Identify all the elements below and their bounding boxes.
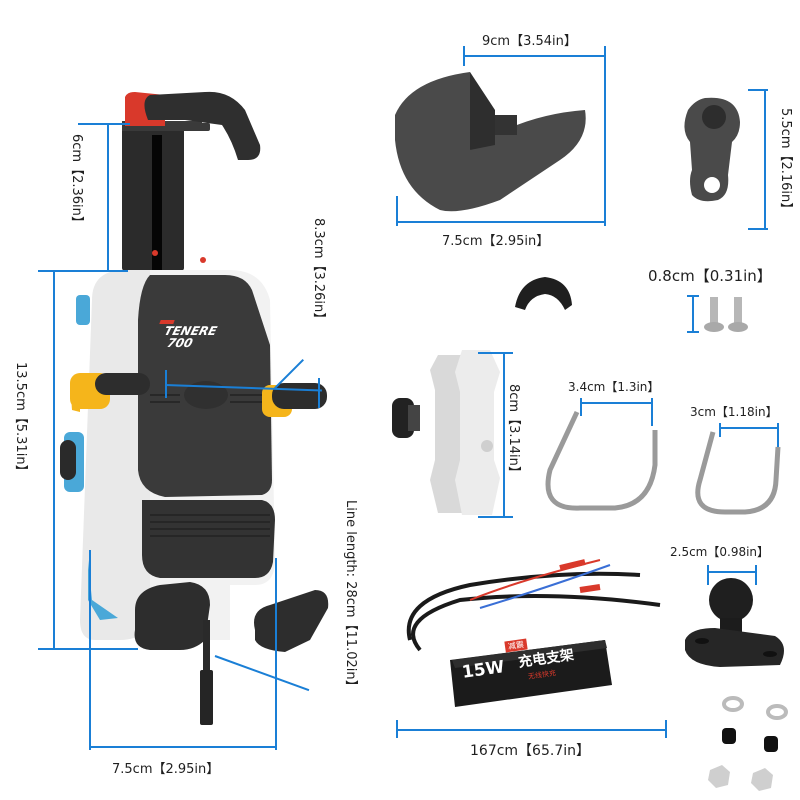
dim-line-arm-plate-bottom-tick [748,228,768,230]
dim-line-u-bolt-small [720,427,778,429]
dim-line-visor-top [463,55,605,57]
label-cable-length: 167cm【65.7in】 [470,743,590,759]
dim-line-u-bolt-large-right-tick [651,398,653,426]
dim-line-width [90,746,276,748]
dim-line-top-tick [78,123,130,125]
dim-line-arm-plate-top-tick [748,89,768,91]
dim-line-width-right-tick [275,558,277,750]
dim-line-socket-arm-bottom-tick [478,516,513,518]
dim-line-top-height [107,124,109,271]
label-visor-bottom-width: 7.5cm【2.95in】 [442,234,550,249]
dim-line-body-height [53,271,55,649]
dim-line-arm-right-tick [318,378,320,408]
dim-line-width-left-tick [89,550,91,750]
dim-line-cable-length-right-tick [665,720,667,738]
dim-line-u-bolt-small-left-tick [719,423,721,437]
dim-line-socket-arm-top-tick [478,352,513,354]
dim-line-bottom-tick [38,648,138,650]
dim-line-cable-length [397,729,667,731]
dim-line-arm-plate [764,90,766,230]
dim-line-u-bolt-large-left-tick [580,398,582,416]
dim-line-visor-right [604,46,606,226]
label-holder-width: 7.5cm【2.95in】 [112,762,220,777]
dim-line-socket-arm [503,353,505,517]
dim-line-ball [708,571,756,573]
dim-line-screw [692,296,694,332]
label-screw-length: 0.8cm【0.31in】 [648,267,772,285]
dim-line-screw-top-tick [687,295,699,297]
dim-line-u-bolt-large [580,402,652,404]
dim-line-visor-bottom [397,221,605,223]
dim-line-ball-left-tick [707,565,709,585]
dim-line-visor-top-left-tick [463,46,465,66]
label-u-bolt-large: 3.4cm【1.3in】 [568,380,660,394]
dim-line-u-bolt-small-right-tick [777,423,779,447]
dim-line-cable-length-left-tick [396,720,398,738]
label-ball-diameter: 2.5cm【0.98in】 [670,545,770,559]
dim-line-ball-right-tick [755,565,757,585]
label-visor-top-width: 9cm【3.54in】 [482,34,577,49]
dim-line-arm-left-tick [165,370,167,398]
dim-line-visor-left-tick [396,196,398,226]
dim-line-mid-tick [38,270,128,272]
label-u-bolt-small: 3cm【1.18in】 [690,405,778,419]
dim-line-screw-bottom-tick [687,331,699,333]
